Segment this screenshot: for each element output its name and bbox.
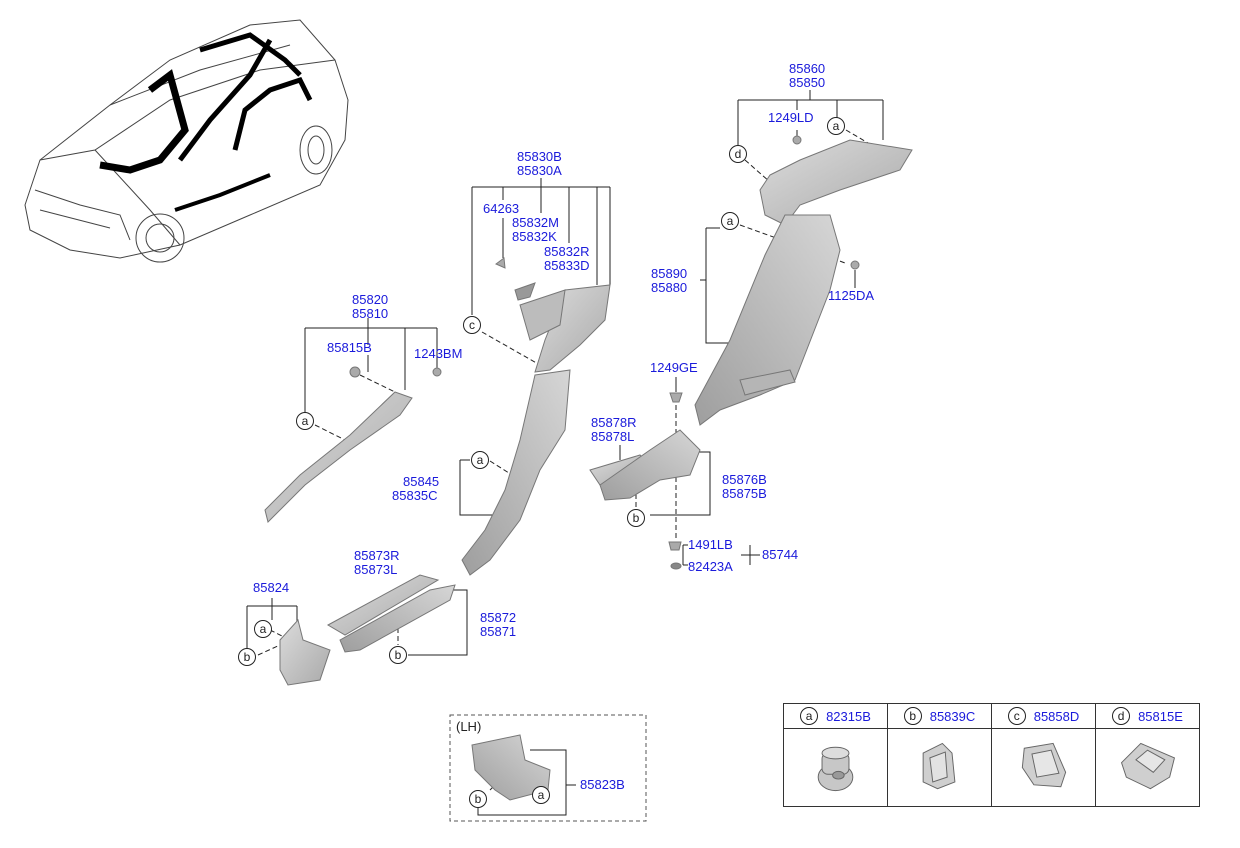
ref-a: a xyxy=(532,786,550,804)
label-85876B: 85876B xyxy=(722,472,767,487)
label-64263: 64263 xyxy=(483,201,520,216)
ref-a: a xyxy=(296,412,314,430)
ref-b: b xyxy=(389,646,407,664)
ref-b: b xyxy=(469,790,487,808)
label-85832K: 85832K xyxy=(512,229,557,244)
ref-b: b xyxy=(238,648,256,666)
ref-a: a xyxy=(827,117,845,135)
label-85878L: 85878L xyxy=(591,429,635,444)
ref-a: a xyxy=(254,620,272,638)
legend-code: 85815E xyxy=(1138,708,1183,724)
legend-ref: b xyxy=(903,707,922,725)
legend-code: 82315B xyxy=(826,708,871,724)
label-85833D: 85833D xyxy=(544,258,590,273)
label-85850: 85850 xyxy=(789,75,826,90)
label-85871: 85871 xyxy=(480,624,517,639)
clip-85858D-icon xyxy=(992,729,1095,806)
car-illustration xyxy=(24,19,349,263)
label-85835C: 85835C xyxy=(392,488,438,503)
legend-cell-b: b 85839C xyxy=(888,704,992,806)
trim-parts xyxy=(264,135,913,801)
clip-85839C-icon xyxy=(888,729,991,806)
legend-cell-a: a 82315B xyxy=(784,704,888,806)
legend-code: 85839C xyxy=(929,708,976,724)
clip-85815E-icon xyxy=(1096,729,1199,806)
label-85823B: 85823B xyxy=(580,777,625,792)
ref-a: a xyxy=(721,212,739,230)
label-85744: 85744 xyxy=(762,547,799,562)
label-82423A: 82423A xyxy=(688,559,733,574)
label-1249GE: 1249GE xyxy=(650,360,698,375)
ref-d: d xyxy=(729,145,747,163)
ref-a: a xyxy=(471,451,489,469)
label-85872: 85872 xyxy=(480,610,517,625)
label-85875B: 85875B xyxy=(722,486,767,501)
fastener-legend-table: a 82315B b 85839C c xyxy=(783,703,1200,807)
ref-c: c xyxy=(463,316,481,334)
label-85815B: 85815B xyxy=(327,340,372,355)
clip-82315B-icon xyxy=(784,729,887,806)
label-85878R: 85878R xyxy=(591,415,637,430)
ref-b: b xyxy=(627,509,645,527)
legend-ref: a xyxy=(800,707,819,725)
label-85832R: 85832R xyxy=(544,244,590,259)
lh-label: (LH) xyxy=(456,719,482,734)
label-85830B: 85830B xyxy=(517,149,562,164)
label-1491LB: 1491LB xyxy=(688,537,733,552)
legend-cell-d: d 85815E xyxy=(1096,704,1199,806)
label-1125DA: 1125DA xyxy=(828,288,875,303)
label-85860: 85860 xyxy=(789,61,826,76)
legend-cell-c: c 85858D xyxy=(992,704,1096,806)
label-85873R: 85873R xyxy=(354,548,400,563)
legend-ref: c xyxy=(1007,707,1026,725)
label-85832M: 85832M xyxy=(512,215,559,230)
legend-ref: d xyxy=(1112,707,1131,725)
label-85810: 85810 xyxy=(352,306,389,321)
label-85845: 85845 xyxy=(403,474,440,489)
label-85824: 85824 xyxy=(253,580,290,595)
label-85873L: 85873L xyxy=(354,562,398,577)
label-85830A: 85830A xyxy=(517,163,562,178)
label-85890: 85890 xyxy=(651,266,688,281)
legend-code: 85858D xyxy=(1033,708,1080,724)
label-1243BM: 1243BM xyxy=(414,346,463,361)
label-1249LD: 1249LD xyxy=(768,110,814,125)
label-85880: 85880 xyxy=(651,280,688,295)
label-85820: 85820 xyxy=(352,292,389,307)
